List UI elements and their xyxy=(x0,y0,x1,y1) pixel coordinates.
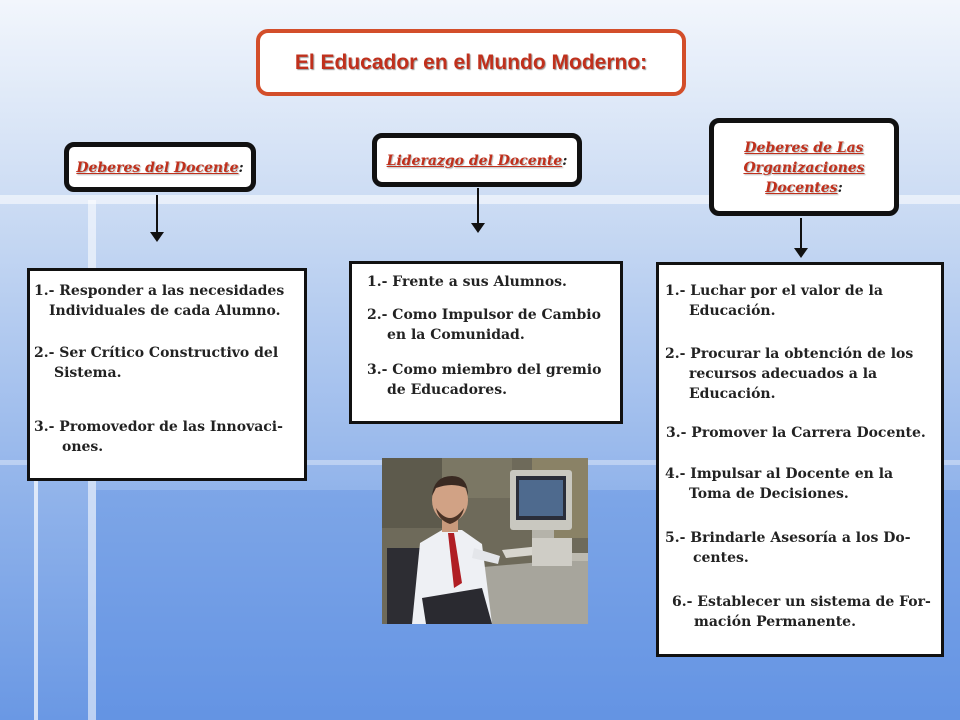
list-item: 5.- Brindarle Asesoría a los Do- centes. xyxy=(665,528,911,568)
list-item: 4.- Impulsar al Docente en la Toma de De… xyxy=(665,464,893,504)
teacher-photo xyxy=(382,458,588,624)
item-line: en la Comunidad. xyxy=(387,327,525,343)
item-line: 4.- Impulsar al Docente en la xyxy=(665,466,894,482)
list-item: 1.- Luchar por el valor de la Educación. xyxy=(665,281,883,321)
item-line: mación Permanente. xyxy=(694,614,856,630)
heading-colon: : xyxy=(837,180,843,196)
list-item: 3.- Promovedor de las Innovaci- ones. xyxy=(34,417,283,457)
item-line: Individuales de cada Alumno. xyxy=(49,303,281,319)
arrow-down-icon xyxy=(794,218,808,258)
list-item: 1.- Frente a sus Alumnos. xyxy=(367,272,567,292)
heading-text: Docentes xyxy=(765,180,838,196)
arrow-down-icon xyxy=(150,195,164,242)
item-line: 2.- Ser Crítico Constructivo del xyxy=(34,345,279,361)
heading-text: Liderazgo del Docente xyxy=(386,153,563,169)
teacher-photo-illustration xyxy=(382,458,588,624)
heading-liderazgo-docente: Liderazgo del Docente: xyxy=(372,133,582,187)
item-line: 3.- Promovedor de las Innovaci- xyxy=(34,419,283,435)
item-line: centes. xyxy=(693,550,749,566)
list-item: 2.- Ser Crítico Constructivo del Sistema… xyxy=(34,343,278,383)
list-item: 2.- Como Impulsor de Cambio en la Comuni… xyxy=(367,305,601,345)
item-line: 3.- Promover la Carrera Docente. xyxy=(666,425,926,441)
heading-colon: : xyxy=(238,160,244,176)
item-line: de Educadores. xyxy=(387,382,507,398)
heading-text: Deberes del Docente xyxy=(76,160,239,176)
page-title: El Educador en el Mundo Moderno: xyxy=(294,50,648,74)
list-item: 6.- Establecer un sistema de For- mación… xyxy=(672,592,931,632)
list-liderazgo-docente xyxy=(349,261,623,424)
background-line xyxy=(0,195,960,204)
item-line: 3.- Como miembro del gremio xyxy=(367,362,602,378)
list-deberes-organizaciones xyxy=(656,262,944,657)
item-line: 5.- Brindarle Asesoría a los Do- xyxy=(665,530,911,546)
heading-text: Organizaciones xyxy=(743,160,865,176)
heading-text: Deberes de Las xyxy=(744,140,864,156)
item-line: 2.- Procurar la obtención de los xyxy=(665,346,914,362)
heading-deberes-docente: Deberes del Docente: xyxy=(64,142,256,192)
list-item: 1.- Responder a las necesidades Individu… xyxy=(34,281,284,321)
title-box: El Educador en el Mundo Moderno: xyxy=(256,29,686,96)
item-line: recursos adecuados a la xyxy=(689,366,878,382)
item-line: 1.- Frente a sus Alumnos. xyxy=(367,274,567,290)
item-line: ones. xyxy=(62,439,104,455)
item-line: 1.- Responder a las necesidades xyxy=(34,283,285,299)
item-line: Educación. xyxy=(689,303,776,319)
heading-deberes-organizaciones: Deberes de Las Organizaciones Docentes: xyxy=(709,118,899,216)
item-line: Sistema. xyxy=(54,365,122,381)
background-line xyxy=(34,470,38,720)
list-item: 2.- Procurar la obtención de los recurso… xyxy=(665,344,913,404)
item-line: Educación. xyxy=(689,386,776,402)
item-line: Toma de Decisiones. xyxy=(689,486,849,502)
list-item: 3.- Promover la Carrera Docente. xyxy=(666,423,926,443)
item-line: 2.- Como Impulsor de Cambio xyxy=(367,307,601,323)
list-item: 3.- Como miembro del gremio de Educadore… xyxy=(367,360,601,400)
item-line: 6.- Establecer un sistema de For- xyxy=(672,594,931,610)
arrow-down-icon xyxy=(471,188,485,233)
item-line: 1.- Luchar por el valor de la xyxy=(665,283,883,299)
heading-colon: : xyxy=(562,153,568,169)
list-deberes-docente xyxy=(27,268,307,481)
